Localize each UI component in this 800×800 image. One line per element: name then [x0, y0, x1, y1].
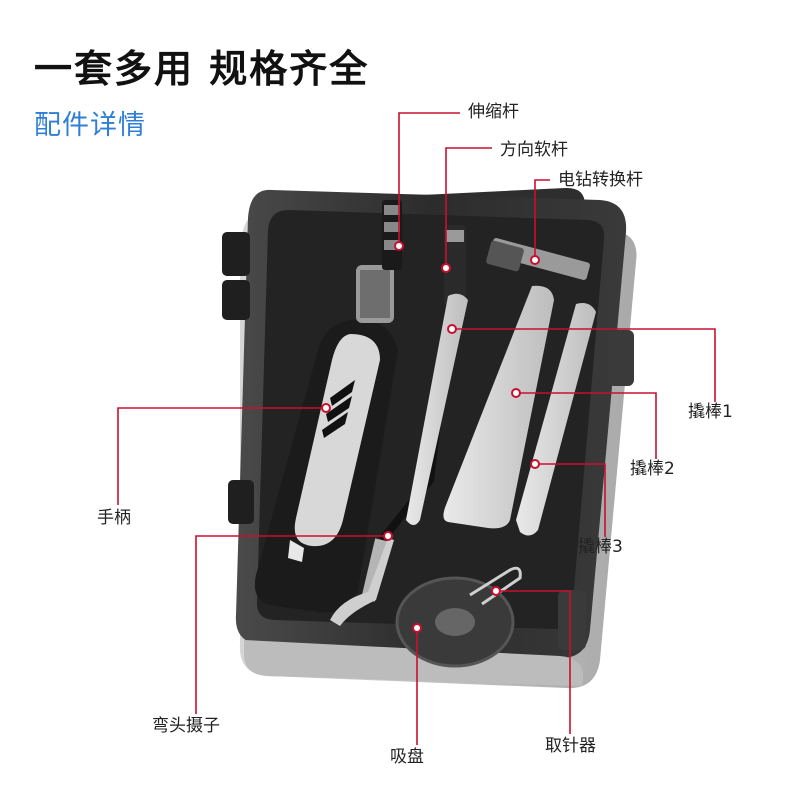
label-telescopic-rod: 伸缩杆: [468, 102, 519, 122]
label-bent-tweezers: 弯头摄子: [152, 716, 220, 736]
label-handle: 手柄: [97, 508, 131, 528]
suction-cup-illustration: [395, 576, 515, 668]
tweezers-illustration: [330, 538, 394, 626]
label-drill-adapter: 电钻转换杆: [558, 170, 643, 190]
sim-pin-illustration: [469, 566, 522, 606]
label-pry-bar-1: 撬棒1: [688, 402, 733, 422]
callout-markers: [321, 241, 540, 633]
pry-bars-illustration: [406, 285, 596, 536]
label-suction-cup: 吸盘: [390, 747, 424, 767]
callout-lines: [117, 112, 716, 745]
label-pry-bar-2: 撬棒2: [630, 459, 675, 479]
label-sim-pin: 取针器: [545, 736, 596, 756]
label-pry-bar-3: 撬棒3: [578, 537, 623, 557]
label-flex-shaft: 方向软杆: [500, 140, 568, 160]
headline: 一套多用 规格齐全: [34, 47, 370, 91]
handle-illustration: [254, 200, 402, 613]
subheading: 配件详情: [34, 110, 146, 141]
drill-adapter-illustration: [486, 238, 590, 280]
